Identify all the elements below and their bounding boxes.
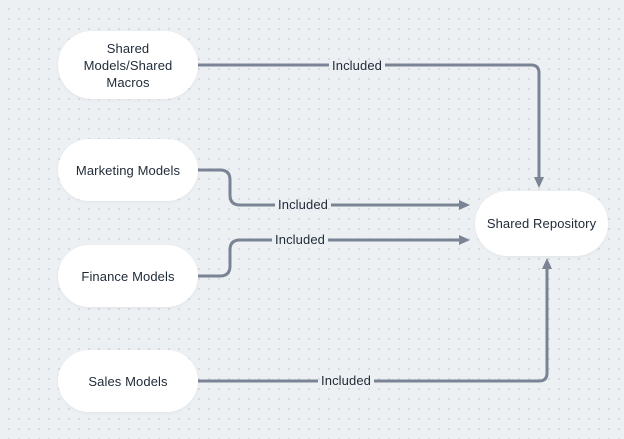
connector-marketing-to-repo-segment-a (198, 168, 275, 207)
node-shared-repository: Shared Repository (475, 191, 608, 256)
arrowhead-down-icon (534, 177, 544, 188)
node-label-shared-repository: Shared Repository (486, 216, 597, 231)
arrowhead-up-icon (542, 258, 552, 269)
connector-finance-to-repo-segment-a (198, 238, 272, 278)
node-finance-models: Finance Models (58, 245, 198, 307)
node-marketing-models: Marketing Models (58, 139, 198, 201)
node-sales-models: Sales Models (58, 350, 198, 412)
connector-sales-to-repo-segment-b (374, 269, 549, 383)
edge-label-finance-included: Included (275, 232, 325, 247)
connector-shared-models-to-repo-segment-b (385, 63, 541, 177)
node-label-finance-models: Finance Models (81, 268, 175, 284)
node-label-shared-models-shared-macros: Shared Models/Shared Macros (83, 40, 173, 90)
node-label-marketing-models: Marketing Models (75, 162, 181, 178)
edge-label-shared-models-included: Included (332, 58, 382, 73)
node-label-sales-models: Sales Models (88, 373, 168, 389)
edge-label-sales-included: Included (321, 373, 371, 388)
arrowhead-right-icon (459, 200, 470, 210)
edge-label-marketing-included: Included (278, 197, 328, 212)
node-shared-models-shared-macros: Shared Models/Shared Macros (58, 31, 198, 99)
arrowhead-right-icon (459, 235, 470, 245)
